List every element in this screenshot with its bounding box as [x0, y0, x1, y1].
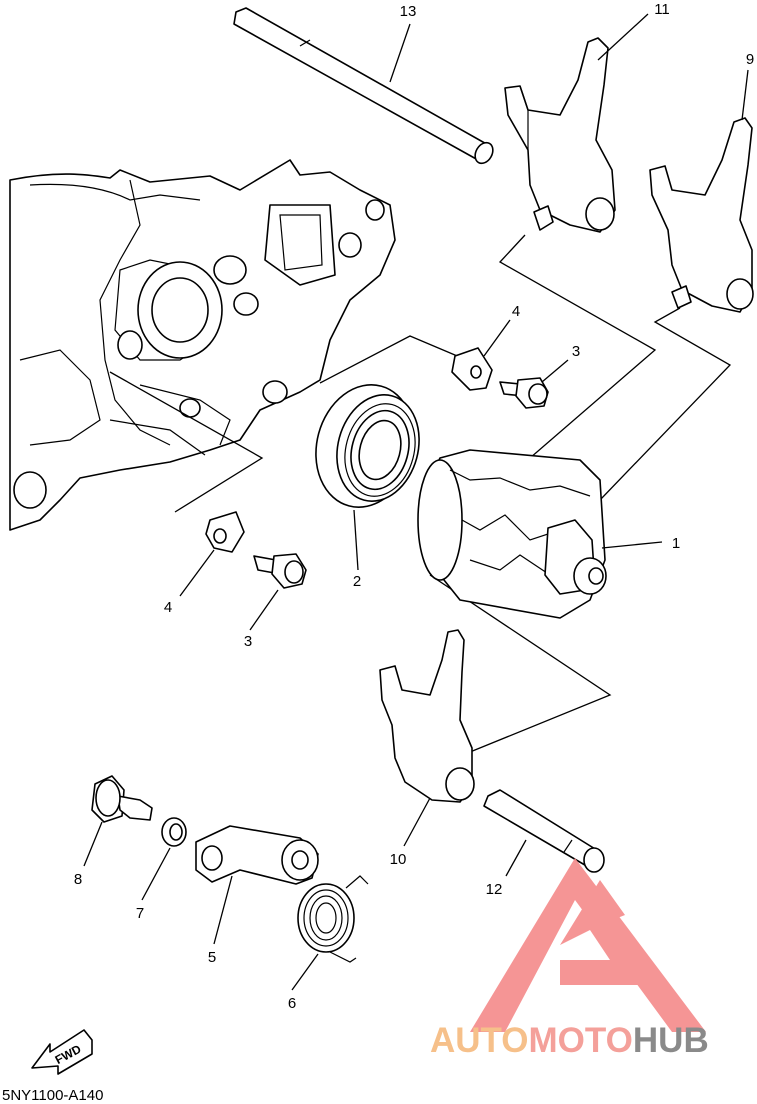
- callout-1: 1: [672, 535, 680, 552]
- watermark-inner-mark-icon: [560, 880, 640, 985]
- callout-2: 2: [353, 573, 361, 590]
- watermark-text-auto: AUTO: [430, 1021, 529, 1060]
- callout-leaders: [83, 13, 749, 991]
- svg-text:AUTOMOTOHUB: AUTOMOTOHUB: [430, 1021, 709, 1060]
- callout-7: 7: [136, 905, 144, 922]
- shift-fork-right: [649, 117, 754, 313]
- callout-labels: 13 11 9 4 3 1 2 4 3 10 12 8 7 5 6: [74, 1, 754, 1012]
- callout-4-upper: 4: [512, 303, 520, 320]
- callout-3-upper: 3: [572, 343, 580, 360]
- bearing: [315, 384, 420, 508]
- shift-drum: [417, 449, 607, 619]
- callout-12: 12: [486, 881, 503, 898]
- stopper-plate-upper: [451, 347, 493, 391]
- shoulder-bolt: [91, 775, 153, 823]
- torsion-spring: [297, 875, 369, 963]
- watermark-logo: [470, 858, 706, 1032]
- callout-6: 6: [288, 995, 296, 1012]
- shift-fork-lower: [379, 629, 475, 803]
- callout-10: 10: [390, 851, 407, 868]
- stopper-lever: [195, 825, 319, 885]
- guide-lines: [109, 234, 732, 753]
- callout-4-lower: 4: [164, 599, 172, 616]
- bolt-upper: [499, 377, 549, 409]
- callout-8: 8: [74, 871, 82, 888]
- shift-fork-upper: [504, 37, 616, 233]
- callout-11: 11: [654, 1, 670, 18]
- callout-3-lower: 3: [244, 633, 252, 650]
- washer: [161, 817, 187, 847]
- callout-5: 5: [208, 949, 216, 966]
- watermark-text-moto: MOTO: [529, 1021, 633, 1060]
- crankcase-drawing: [9, 159, 396, 531]
- callout-13: 13: [400, 3, 417, 20]
- watermark-text: AUTOMOTOHUB: [430, 1021, 709, 1060]
- watermark-text-hub: HUB: [633, 1021, 709, 1060]
- stopper-plate-lower: [205, 511, 245, 553]
- watermark-triangle-icon: [470, 858, 706, 1032]
- forward-direction-arrow: FWD: [31, 1029, 93, 1075]
- shift-fork-shaft: [233, 7, 494, 165]
- drawing-code: 5NY1100-A140: [2, 1087, 103, 1104]
- bolt-lower: [253, 553, 307, 589]
- guide-pin: [483, 789, 605, 873]
- callout-9: 9: [746, 51, 754, 68]
